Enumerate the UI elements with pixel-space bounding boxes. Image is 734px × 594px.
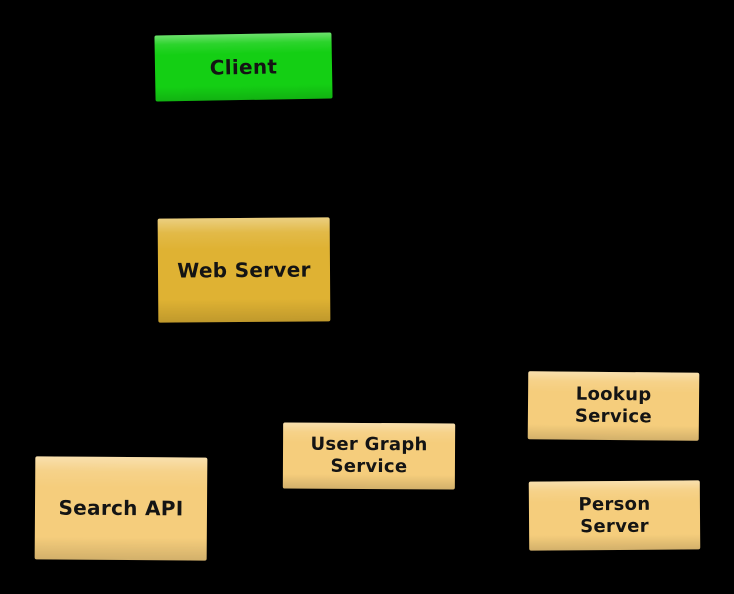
node-client-label: Client	[209, 54, 278, 80]
node-person-server[interactable]: Person Server	[528, 480, 701, 551]
node-client[interactable]: Client	[154, 32, 333, 102]
node-user-graph-service[interactable]: User Graph Service	[282, 422, 456, 490]
node-person-server-label: Person Server	[578, 493, 651, 537]
node-search-api-label: Search API	[58, 495, 184, 521]
node-search-api[interactable]: Search API	[34, 456, 208, 561]
node-lookup-service-label: Lookup Service	[574, 383, 652, 428]
node-web-server-label: Web Server	[177, 257, 311, 283]
node-user-graph-service-label: User Graph Service	[310, 433, 428, 478]
node-web-server[interactable]: Web Server	[157, 217, 331, 323]
node-lookup-service[interactable]: Lookup Service	[527, 371, 700, 441]
